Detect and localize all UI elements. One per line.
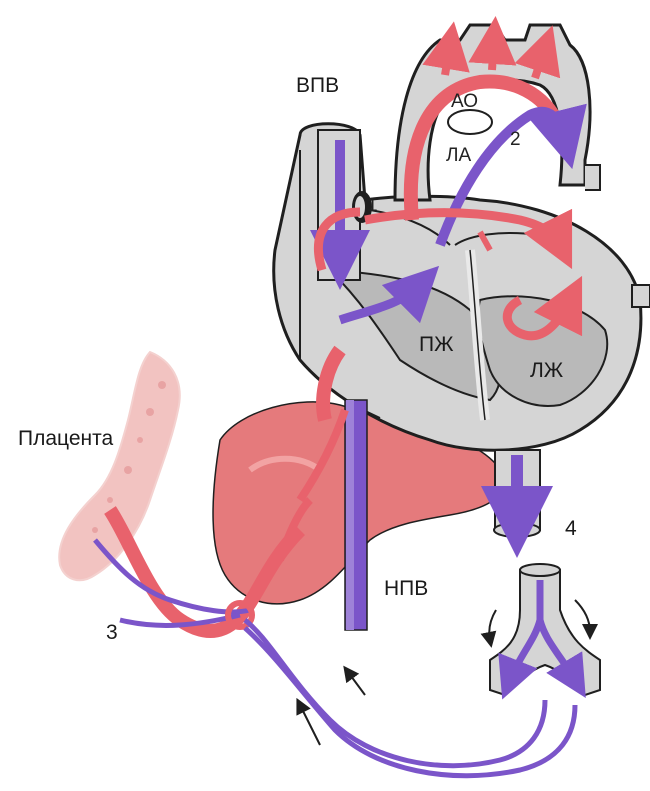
label-umbilical-number: 3: [106, 622, 118, 643]
descending-aorta: [494, 450, 540, 537]
label-aorta-number: 4: [565, 518, 577, 539]
placenta: [59, 352, 180, 580]
iliac-bifurcation: [489, 564, 600, 695]
label-svc: ВПВ: [296, 75, 339, 96]
label-placenta: Плацента: [18, 428, 113, 449]
label-ductus-number: 2: [510, 130, 521, 149]
label-left-ventricle: ЛЖ: [530, 360, 563, 381]
label-aorta: АО: [451, 92, 478, 111]
label-right-ventricle: ПЖ: [419, 334, 453, 355]
label-foramen-number: 1: [367, 196, 378, 215]
label-ivc: НПВ: [384, 578, 428, 599]
label-pulmonary-artery: ЛА: [446, 146, 471, 165]
flow-arrows: [300, 672, 365, 745]
